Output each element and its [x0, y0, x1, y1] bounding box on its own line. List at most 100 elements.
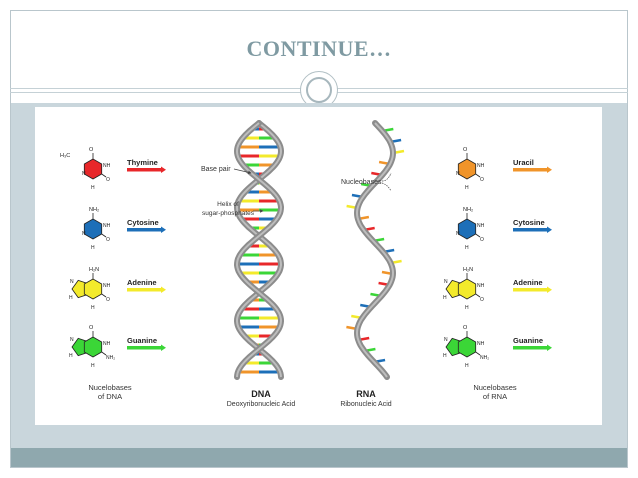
nucleobase-color-bar: [127, 168, 161, 172]
nucleobase-color-bar: [513, 288, 547, 292]
dna-backbone: [233, 120, 285, 380]
atom-label: O: [106, 297, 110, 303]
bond-line: [101, 351, 107, 356]
nucleobase-name-cytosine: Cytosine: [513, 218, 545, 227]
nucleobase-name-cytosine: Cytosine: [127, 218, 159, 227]
atom-label: N: [444, 279, 448, 285]
footer-bar: [11, 448, 627, 467]
ring-shape: [457, 278, 477, 300]
atom-label: NH: [477, 223, 485, 229]
nucleobase-uracil-rna: O NH H O N: [456, 147, 485, 191]
divider-ring-inner: [306, 77, 332, 103]
atom-label: NH: [477, 163, 485, 169]
atom-label: H: [69, 295, 73, 301]
bond-line: [101, 293, 107, 298]
atom-label: H: [443, 353, 447, 359]
nucleobase-color-bar: [513, 346, 547, 350]
dna-subtitle: Deoxyribonucleic Acid: [227, 401, 296, 408]
ring-shape: [83, 158, 103, 180]
nucleobase-color-arrow: [547, 286, 552, 293]
bond-line: [101, 233, 107, 238]
helix-label-line1: Helix of: [217, 201, 239, 208]
atom-label: NH: [103, 223, 111, 229]
nucleobase-name-thymine: Thymine: [127, 158, 158, 167]
atom-label: NH₂: [480, 355, 489, 361]
illustration-svg: ONHHONH₃CThymineNH₂NHHONCytosineH₂NNHHON…: [60, 120, 552, 408]
rna-title: RNA: [356, 389, 376, 399]
bond-line: [101, 173, 107, 178]
atom-label: H: [91, 363, 95, 369]
nucleobase-color-arrow: [161, 226, 166, 233]
rna-nucleobases: ONHHONUracilNH₂NHHONCytosineH₂NNHHONHAde…: [443, 147, 552, 369]
nucleobase-color-arrow: [161, 344, 166, 351]
nucleobases-pointer-lower: [381, 182, 392, 192]
dna-bases-caption-line1: Nucelobases: [88, 383, 132, 392]
atom-label: O: [89, 147, 94, 153]
atom-label: H₃C: [60, 153, 70, 159]
atom-label: O: [463, 147, 468, 153]
nucleobase-color-bar: [513, 228, 547, 232]
atom-label: N: [456, 231, 460, 237]
nucleobase-name-adenine: Adenine: [127, 278, 157, 287]
atom-label: N: [444, 337, 448, 343]
ring-shape: [457, 336, 477, 358]
atom-label: N: [70, 279, 74, 285]
base-pair-pointer: [233, 168, 252, 175]
atom-label: H: [465, 305, 469, 311]
nucleobase-color-bar: [127, 228, 161, 232]
atom-label: NH₂: [89, 207, 99, 213]
atom-label: O: [106, 177, 110, 183]
atom-label: N: [70, 337, 74, 343]
atom-label: N: [456, 171, 460, 177]
bond-line: [475, 173, 481, 178]
dna-strand-b-highlight: [235, 122, 283, 378]
atom-label: NH₂: [463, 207, 473, 213]
ring-shape: [457, 218, 477, 240]
atom-label: NH: [477, 283, 485, 289]
nucleobase-color-arrow: [161, 286, 166, 293]
atom-label: O: [480, 237, 484, 243]
nucleobases-label: Nucleobases: [341, 179, 382, 186]
nucleobase-name-adenine: Adenine: [513, 278, 543, 287]
nucleobase-color-arrow: [547, 166, 552, 173]
nucleobase-color-arrow: [547, 226, 552, 233]
atom-label: H₂N: [89, 267, 99, 273]
atom-label: NH: [103, 283, 111, 289]
rna-bases-caption-line1: Nucelobases: [473, 383, 517, 392]
atom-label: H: [91, 305, 95, 311]
nucleobase-color-bar: [127, 288, 161, 292]
ring-shape: [83, 336, 103, 358]
nucleobases-pointer-upper: [381, 172, 392, 182]
atom-label: NH₂: [106, 355, 115, 361]
atom-label: O: [480, 297, 484, 303]
nucleobase-color-bar: [513, 168, 547, 172]
atom-label: NH: [103, 163, 111, 169]
rna-subtitle: Ribonucleic Acid: [340, 401, 391, 408]
ring-shape: [83, 278, 103, 300]
atom-label: O: [89, 325, 94, 331]
atom-label: H: [465, 185, 469, 191]
atom-label: O: [463, 325, 468, 331]
ring-shape: [457, 158, 477, 180]
nucleobase-name-uracil: Uracil: [513, 158, 534, 167]
bond-line: [475, 293, 481, 298]
base-pair-label: Base pair: [201, 166, 231, 173]
helix-label-line2: sugar-phosphates: [202, 210, 255, 217]
atom-label: O: [480, 177, 484, 183]
rna-strand-highlight: [355, 122, 395, 378]
atom-label: H: [443, 295, 447, 301]
atom-label: H: [91, 185, 95, 191]
nucleobase-color-bar: [127, 346, 161, 350]
atom-label: H: [91, 245, 95, 251]
ring-shape: [83, 218, 103, 240]
bond-line: [475, 233, 481, 238]
atom-label: O: [106, 237, 110, 243]
